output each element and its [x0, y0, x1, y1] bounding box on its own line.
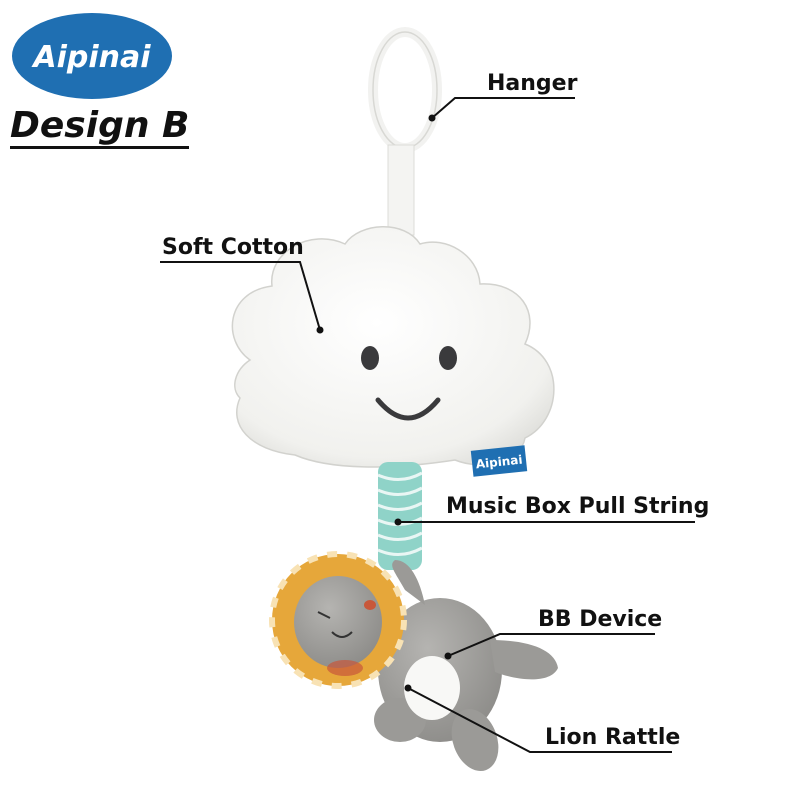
- lion-eye: [317, 611, 331, 619]
- cloud-body: Aipinai: [231, 226, 555, 477]
- lion-raised-arm: [392, 560, 425, 605]
- pull-string-label: Music Box Pull String: [446, 494, 709, 519]
- soft-cotton-label: Soft Cotton: [162, 235, 304, 260]
- pull-string-coil: [378, 462, 422, 570]
- callout-dots: [316, 114, 452, 692]
- lion-tongue: [327, 660, 363, 676]
- lion-rattle: [269, 551, 558, 771]
- hanger-ring-edge: [372, 31, 438, 149]
- lion-rattle-dot: [404, 684, 412, 692]
- brand-tag: Aipinai: [470, 445, 528, 477]
- cloud-shape: [231, 226, 555, 468]
- hanger-label: Hanger: [487, 71, 578, 96]
- cloud-right-eye: [439, 346, 457, 370]
- hanger-dot: [428, 114, 436, 122]
- brand-tag-text: Aipinai: [475, 453, 523, 472]
- soft-cotton-dot: [316, 326, 324, 334]
- pull-string-dot: [394, 518, 402, 526]
- lion-right-leg: [451, 709, 499, 771]
- lion-rattle-label: Lion Rattle: [545, 725, 680, 750]
- logo-text: Aipinai: [31, 40, 151, 75]
- hanger-strap: [387, 144, 415, 236]
- pull-string: [377, 462, 423, 570]
- cloud-smile: [375, 397, 441, 421]
- bb-device-dot: [444, 652, 452, 660]
- lion-nose: [364, 600, 376, 610]
- bb-device-leader: [447, 633, 655, 657]
- brand-logo: Aipinai: [12, 13, 172, 99]
- bb-device-label: BB Device: [538, 607, 662, 632]
- design-label: Design B: [10, 108, 190, 149]
- cloud-left-eye: [361, 346, 379, 370]
- brand-tag-rect: [470, 445, 528, 477]
- logo-ellipse: [12, 13, 172, 99]
- lion-right-arm: [490, 640, 558, 680]
- soft-cotton-leader: [160, 261, 321, 331]
- hanger: [368, 27, 442, 236]
- lion-rattle-leader: [407, 687, 672, 753]
- lion-mouth: [331, 631, 353, 638]
- callout-lines: [160, 97, 695, 753]
- hanger-leader: [431, 97, 575, 119]
- lion-head: [294, 576, 382, 668]
- bb-device-patch: [404, 656, 460, 720]
- lion-mane-stripes: [269, 551, 407, 689]
